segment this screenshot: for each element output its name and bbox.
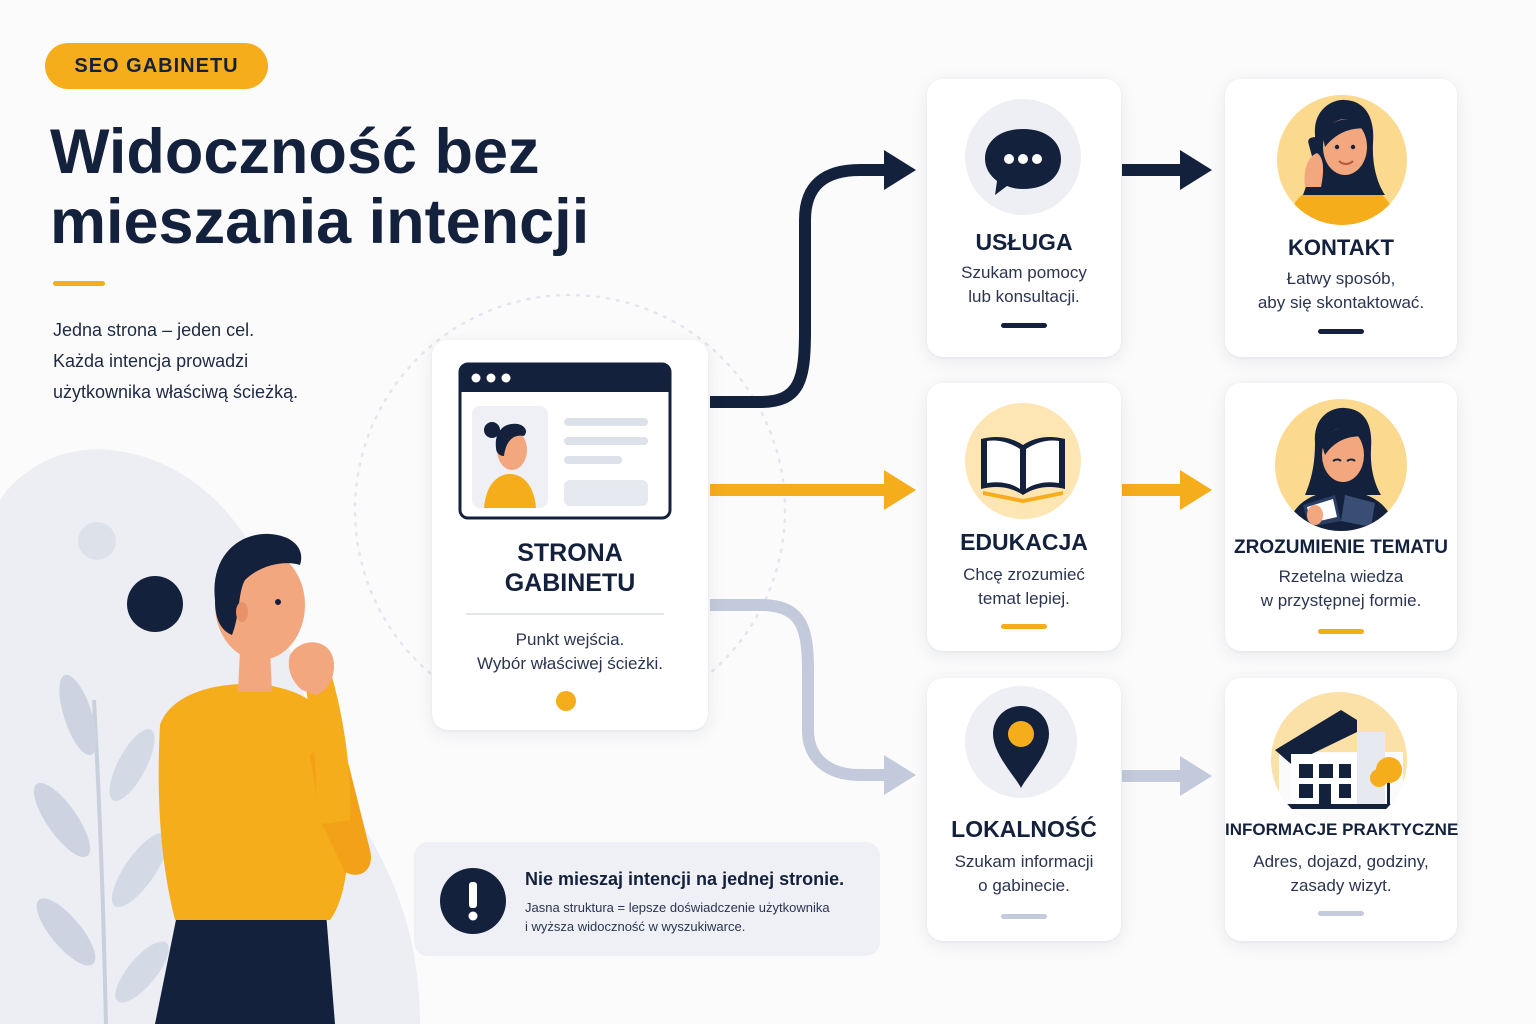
outcome-card-zrozumienie: ZROZUMIENIE TEMATU Rzetelna wiedza w prz… xyxy=(1225,383,1457,651)
intent-description: Chcę zrozumieć temat lepiej. xyxy=(927,563,1121,611)
hub-card: STRONA GABINETU Punkt wejścia. Wybór wła… xyxy=(432,340,708,730)
title-line-2: mieszania intencji xyxy=(50,187,590,257)
intent-card-lokalnosc: LOKALNOŚĆ Szukam informacji o gabinecie. xyxy=(927,678,1121,941)
warning-sub-line-2: i wyższa widoczność w wyszukiwarce. xyxy=(525,919,746,934)
building-icon xyxy=(1275,710,1405,828)
plant-illustration xyxy=(33,674,169,1024)
intent-description: Szukam informacji o gabinecie. xyxy=(927,850,1121,898)
title-line-1: Widoczność bez xyxy=(50,117,540,187)
intent-icon-circle xyxy=(965,686,1077,798)
hub-desc-line-2: Wybór właściwej ścieżki. xyxy=(477,654,663,673)
outcome-title: KONTAKT xyxy=(1288,235,1394,260)
warning-title: Nie mieszaj intencji na jednej stronie. xyxy=(525,869,845,889)
chat-bubble-icon xyxy=(985,129,1061,195)
outcome-bar xyxy=(1318,911,1364,916)
outcome-card-informacje: INFORMACJE PRAKTYCZNE Adres, dojazd, god… xyxy=(1225,678,1459,941)
outcome-title: ZROZUMIENIE TEMATU xyxy=(1234,537,1448,558)
intro-line-3: użytkownika właściwą ścieżką. xyxy=(53,382,299,402)
open-book-icon xyxy=(981,437,1065,503)
page-title: Widoczność bez mieszania intencji xyxy=(50,117,690,257)
map-pin-icon xyxy=(993,706,1049,788)
intent-card-usluga: USŁUGA Szukam pomocy lub konsultacji. xyxy=(927,79,1121,357)
woman-phone-icon xyxy=(1287,99,1397,225)
outcome-icon-circle xyxy=(1271,692,1407,828)
intent-desc-line-1: Szukam informacji xyxy=(954,852,1094,871)
outcome-desc-line-1: Rzetelna wiedza xyxy=(1278,567,1404,586)
intent-description: Szukam pomocy lub konsultacji. xyxy=(927,261,1121,309)
intent-card-edukacja: EDUKACJA Chcę zrozumieć temat lepiej. xyxy=(927,383,1121,651)
thinking-woman-illustration xyxy=(127,533,371,1024)
warning-subtitle: Jasna struktura = lepsze doświadczenie u… xyxy=(525,898,830,936)
outcome-desc-line-2: zasady wizyt. xyxy=(1290,876,1392,895)
outcome-desc-line-2: aby się skontaktować. xyxy=(1257,293,1425,312)
outcome-desc-line-1: Łatwy sposób, xyxy=(1286,269,1396,288)
outcome-title: INFORMACJE PRAKTYCZNE xyxy=(1225,820,1459,839)
outcome-desc-line-1: Adres, dojazd, godziny, xyxy=(1253,852,1429,871)
intro-text: Jedna strona – jeden cel. Każda intencja… xyxy=(53,315,393,408)
intent-icon-circle xyxy=(965,403,1081,519)
intent-desc-line-1: Szukam pomocy xyxy=(961,263,1087,282)
hub-title-line-2: GABINETU xyxy=(504,569,636,597)
intent-title: LOKALNOŚĆ xyxy=(951,816,1097,842)
outcome-bar xyxy=(1318,329,1364,334)
intent-bar xyxy=(1001,914,1047,919)
outcome-description: Adres, dojazd, godziny, zasady wizyt. xyxy=(1225,850,1457,898)
intent-bar xyxy=(1001,323,1047,328)
hub-title: STRONA GABINETU xyxy=(432,538,708,598)
browser-window-icon xyxy=(458,362,672,520)
outcome-icon-circle xyxy=(1275,399,1407,531)
outcome-icon-circle xyxy=(1277,95,1407,225)
outcome-desc-line-2: w przystępnej formie. xyxy=(1260,591,1422,610)
intent-desc-line-2: lub konsultacji. xyxy=(968,287,1080,306)
hub-description: Punkt wejścia. Wybór właściwej ścieżki. xyxy=(432,628,708,676)
intent-title: EDUKACJA xyxy=(960,529,1088,555)
exclamation-icon xyxy=(440,868,506,934)
hub-title-line-1: STRONA xyxy=(517,539,623,567)
hub-divider xyxy=(466,613,664,615)
hub-desc-line-1: Punkt wejścia. xyxy=(515,630,625,649)
intent-desc-line-2: temat lepiej. xyxy=(978,589,1070,608)
outcome-description: Rzetelna wiedza w przystępnej formie. xyxy=(1225,565,1457,613)
outcome-card-kontakt: KONTAKT Łatwy sposób, aby się skontaktow… xyxy=(1225,79,1457,357)
warning-sub-line-1: Jasna struktura = lepsze doświadczenie u… xyxy=(525,900,830,915)
intent-desc-line-1: Chcę zrozumieć xyxy=(963,565,1085,584)
intro-line-1: Jedna strona – jeden cel. xyxy=(53,320,255,340)
hub-dot xyxy=(556,691,576,711)
intro-line-2: Każda intencja prowadzi xyxy=(53,351,249,371)
intent-desc-line-2: o gabinecie. xyxy=(978,876,1070,895)
intent-bar xyxy=(1001,624,1047,629)
category-badge: SEO GABINETU xyxy=(45,43,268,89)
title-underline xyxy=(53,281,105,286)
intent-title: USŁUGA xyxy=(975,229,1073,255)
intent-icon-circle xyxy=(965,99,1081,215)
outcome-description: Łatwy sposób, aby się skontaktować. xyxy=(1225,267,1457,315)
outcome-bar xyxy=(1318,629,1364,634)
woman-reading-icon xyxy=(1287,407,1395,531)
